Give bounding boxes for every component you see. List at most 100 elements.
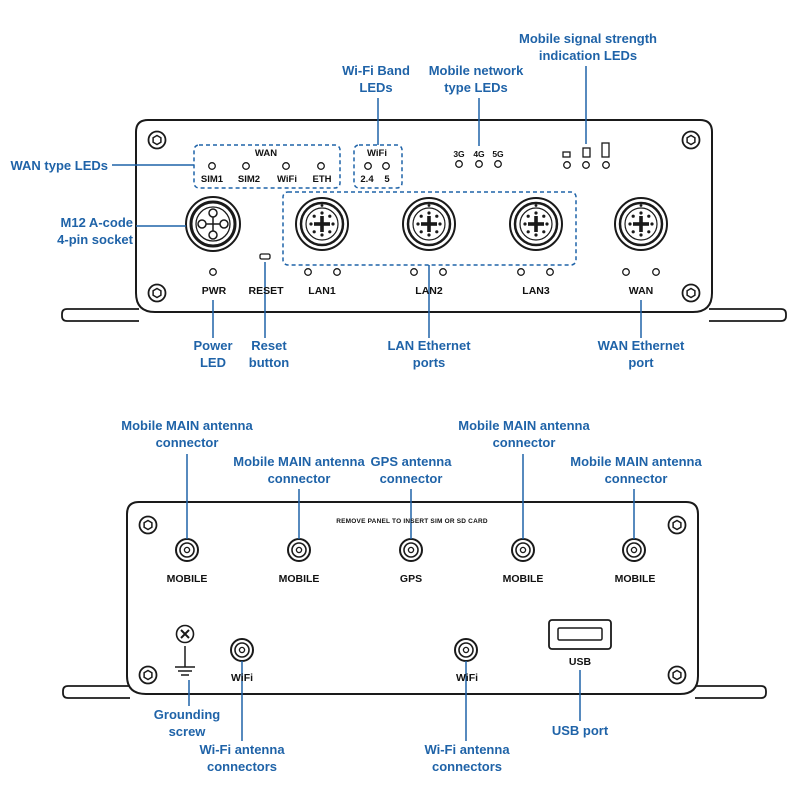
callout-ant2-line2: connector — [267, 471, 331, 486]
label-eth: ETH — [312, 174, 332, 185]
callout-wifi-band-line1: Wi-Fi Band — [342, 63, 410, 78]
callout-wifi-ant1-line2: connectors — [206, 759, 278, 774]
label-mobile-4: MOBILE — [502, 573, 544, 585]
back-screw-br — [667, 665, 687, 685]
lan1-led-a — [304, 268, 312, 276]
label-pwr: PWR — [201, 285, 227, 297]
callout-lan-ports: LAN Ethernet ports — [387, 337, 470, 371]
grounding-screw — [175, 624, 195, 676]
callout-ant1-line1: Mobile MAIN antenna — [121, 418, 253, 433]
callout-ant1-line2: connector — [155, 435, 219, 450]
label-mobile-5: MOBILE — [614, 573, 656, 585]
wifi-24-led — [364, 162, 372, 170]
front-leader-lines — [112, 66, 642, 338]
usb-port — [548, 619, 612, 650]
label-lan1: LAN1 — [308, 285, 336, 297]
callout-lan-line2: ports — [412, 355, 446, 370]
eth-led — [317, 162, 325, 170]
back-leader-lines — [186, 454, 635, 741]
label-wifi: WiFi — [277, 174, 297, 185]
callout-m12-line1: M12 A-code — [60, 215, 133, 230]
callout-signal-line1: Mobile signal strength — [519, 31, 657, 46]
callout-wifi-ant2-line2: connectors — [431, 759, 503, 774]
callout-gps-line2: connector — [379, 471, 443, 486]
lan1-port — [294, 196, 350, 252]
callout-wifi-band-line2: LEDs — [359, 80, 393, 95]
signal-led-1 — [563, 161, 571, 169]
label-3g: 3G — [453, 149, 465, 159]
callout-mobile-antenna-4: Mobile MAIN antenna connector — [458, 417, 589, 451]
label-sim2: SIM2 — [237, 174, 261, 185]
lan3-led-b — [546, 268, 554, 276]
signal-bar-3 — [601, 142, 610, 158]
callout-mobile-antenna-2: Mobile MAIN antenna connector — [233, 453, 364, 487]
lan2-led-a — [410, 268, 418, 276]
callout-grounding-line1: Grounding — [153, 707, 221, 722]
label-wan-port: WAN — [628, 285, 654, 297]
wan-led-b — [652, 268, 660, 276]
signal-led-2 — [582, 161, 590, 169]
label-reset: RESET — [248, 285, 284, 297]
signal-bar-1 — [562, 151, 571, 158]
label-sim1: SIM1 — [200, 174, 224, 185]
label-5g: 5G — [492, 149, 504, 159]
label-mobile-1: MOBILE — [166, 573, 208, 585]
lan3-port — [508, 196, 564, 252]
callout-wan-port-line1: WAN Ethernet — [597, 338, 685, 353]
label-wifi-2: WiFi — [455, 672, 479, 684]
m12-socket — [185, 196, 241, 252]
callout-signal-strength-leds: Mobile signal strength indication LEDs — [519, 30, 657, 64]
signal-led-3 — [602, 161, 610, 169]
reset-button[interactable] — [259, 253, 271, 260]
wan-led-a — [622, 268, 630, 276]
label-wan-title: WAN — [254, 148, 278, 159]
back-screw-tr — [667, 515, 687, 535]
net-5g-led — [494, 160, 502, 168]
wifi-antenna-2 — [454, 638, 478, 662]
wan-port — [613, 196, 669, 252]
label-lan2: LAN2 — [415, 285, 443, 297]
callout-ant4-line1: Mobile MAIN antenna — [458, 418, 590, 433]
back-screw-bl — [138, 665, 158, 685]
callout-mobile-network-line1: Mobile network — [428, 63, 524, 78]
wifi-band-group-box — [353, 144, 403, 189]
power-led — [209, 268, 217, 276]
label-mobile-2: MOBILE — [278, 573, 320, 585]
mobile-antenna-4 — [511, 538, 535, 562]
label-wifi-1: WiFi — [230, 672, 254, 684]
callout-usb-port: USB port — [552, 722, 608, 739]
sim1-led — [208, 162, 216, 170]
callout-signal-line2: indication LEDs — [538, 48, 638, 63]
back-screw-tl — [138, 515, 158, 535]
callout-wan-type-leds: WAN type LEDs — [10, 157, 108, 174]
callout-ant2-line1: Mobile MAIN antenna — [233, 454, 365, 469]
label-wifi-title: WiFi — [367, 148, 387, 159]
mobile-antenna-1 — [175, 538, 199, 562]
callout-reset-line2: button — [248, 355, 290, 370]
callout-lan-line1: LAN Ethernet — [387, 338, 471, 353]
lan2-port — [401, 196, 457, 252]
label-gps: GPS — [399, 573, 423, 585]
sim2-led — [242, 162, 250, 170]
wan-led-group-box — [193, 144, 341, 189]
callout-reset-line1: Reset — [251, 338, 287, 353]
callout-wifi-ant1-line1: Wi-Fi antenna — [199, 742, 285, 757]
callout-ant4-line2: connector — [492, 435, 556, 450]
label-usb: USB — [568, 656, 592, 668]
front-screw-br — [681, 283, 701, 303]
callout-ant5-line1: Mobile MAIN antenna — [570, 454, 702, 469]
callout-power-line1: Power — [193, 338, 233, 353]
lan-ports-group-box — [282, 191, 577, 266]
callout-reset-button: Reset button — [249, 337, 289, 371]
wifi-antenna-1 — [230, 638, 254, 662]
